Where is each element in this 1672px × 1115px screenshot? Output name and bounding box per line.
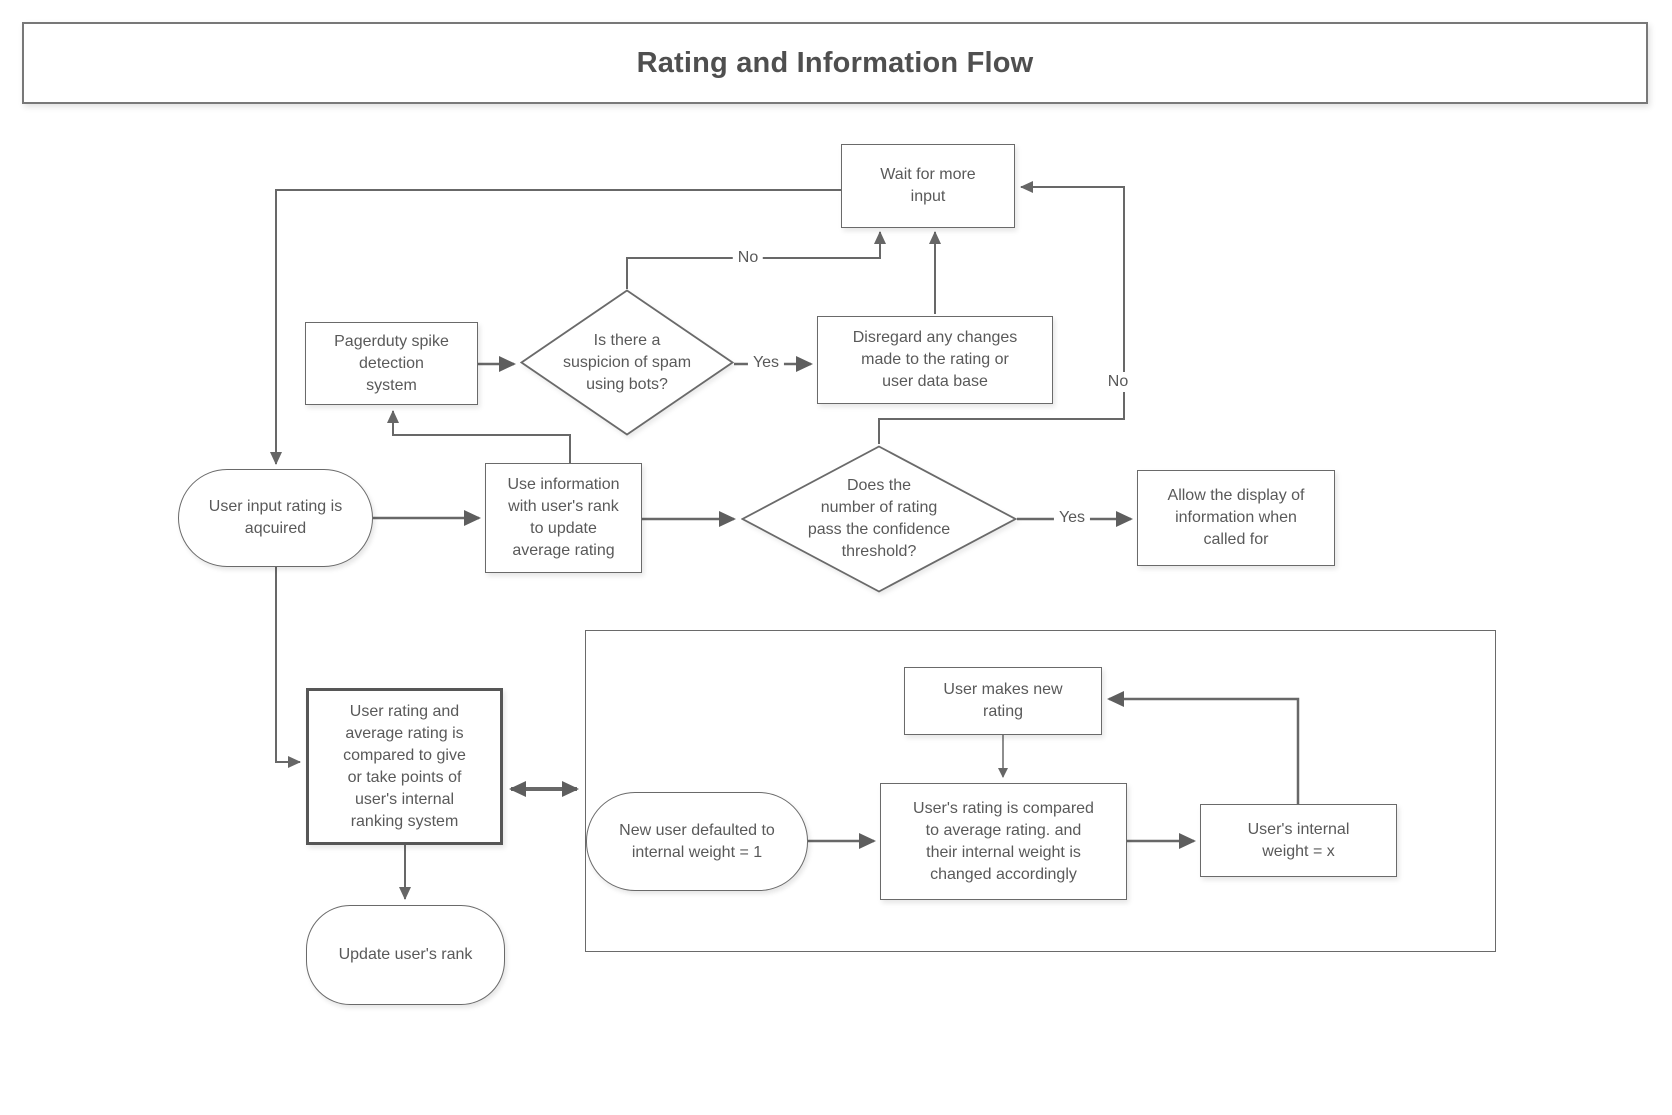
terminal-new-user-default-weight: New user defaulted to internal weight = …	[586, 792, 808, 891]
node-users-internal-weight-x: User's internal weight = x	[1200, 804, 1397, 877]
edge-label-spam-yes: Yes	[747, 353, 785, 373]
terminal-user-input-rating-acquired: User input rating is aqcuired	[178, 469, 373, 567]
node-rating-compared-weight-changed: User's rating is compared to average rat…	[880, 783, 1127, 900]
node-use-information-update-average: Use information with user's rank to upda…	[485, 463, 642, 573]
node-label: User's rating is compared to average rat…	[913, 799, 1094, 883]
edge-wait-to-input-acquired	[270, 189, 841, 465]
title-bar: Rating and Information Flow	[22, 22, 1648, 104]
node-label: User's internal weight = x	[1247, 820, 1350, 860]
edge-confidence-no-to-wait	[878, 181, 1125, 444]
edge-weightx-to-new-rating	[1107, 691, 1300, 804]
node-label: Update user's rank	[338, 946, 473, 963]
node-allow-display-information: Allow the display of information when ca…	[1137, 470, 1335, 566]
node-label: Is there a suspicion of spam using bots?	[562, 331, 692, 393]
node-label: Wait for more input	[880, 166, 976, 205]
edge-input-to-compare	[275, 567, 301, 768]
edge-label-confidence-yes: Yes	[1053, 508, 1091, 528]
internal-weight-subprocess-frame	[585, 630, 1496, 952]
node-label: Use information with user's rank to upda…	[507, 476, 620, 559]
node-label: Pagerduty spike detection system	[334, 332, 449, 394]
decision-confidence-threshold: Does the number of rating pass the confi…	[741, 445, 1017, 593]
node-wait-for-more-input: Wait for more input	[841, 144, 1015, 228]
diamond-outline	[741, 445, 1017, 593]
node-label: User makes new rating	[943, 681, 1063, 720]
node-pagerduty-spike-detection: Pagerduty spike detection system	[305, 322, 478, 405]
node-label: Does the number of rating pass the confi…	[807, 477, 951, 560]
diamond-outline	[520, 289, 734, 436]
node-compare-ratings-internal-ranking: User rating and average rating is compar…	[306, 688, 503, 845]
node-label: Allow the display of information when ca…	[1167, 487, 1305, 548]
node-label: New user defaulted to internal weight = …	[619, 821, 775, 861]
page-title: Rating and Information Flow	[636, 46, 1034, 79]
edge-label-spam-no: No	[732, 248, 764, 268]
node-label: User rating and average rating is compar…	[343, 702, 466, 830]
node-user-makes-new-rating: User makes new rating	[904, 667, 1102, 735]
node-label: Disregard any changes made to the rating…	[852, 329, 1018, 390]
node-label: User input rating is aqcuired	[208, 498, 343, 537]
decision-spam-suspicion: Is there a suspicion of spam using bots?	[520, 289, 734, 436]
node-disregard-changes: Disregard any changes made to the rating…	[817, 316, 1053, 404]
edge-useinfo-to-pagerduty	[387, 410, 571, 463]
terminal-update-users-rank: Update user's rank	[306, 905, 505, 1005]
edge-label-confidence-no: No	[1102, 372, 1134, 392]
